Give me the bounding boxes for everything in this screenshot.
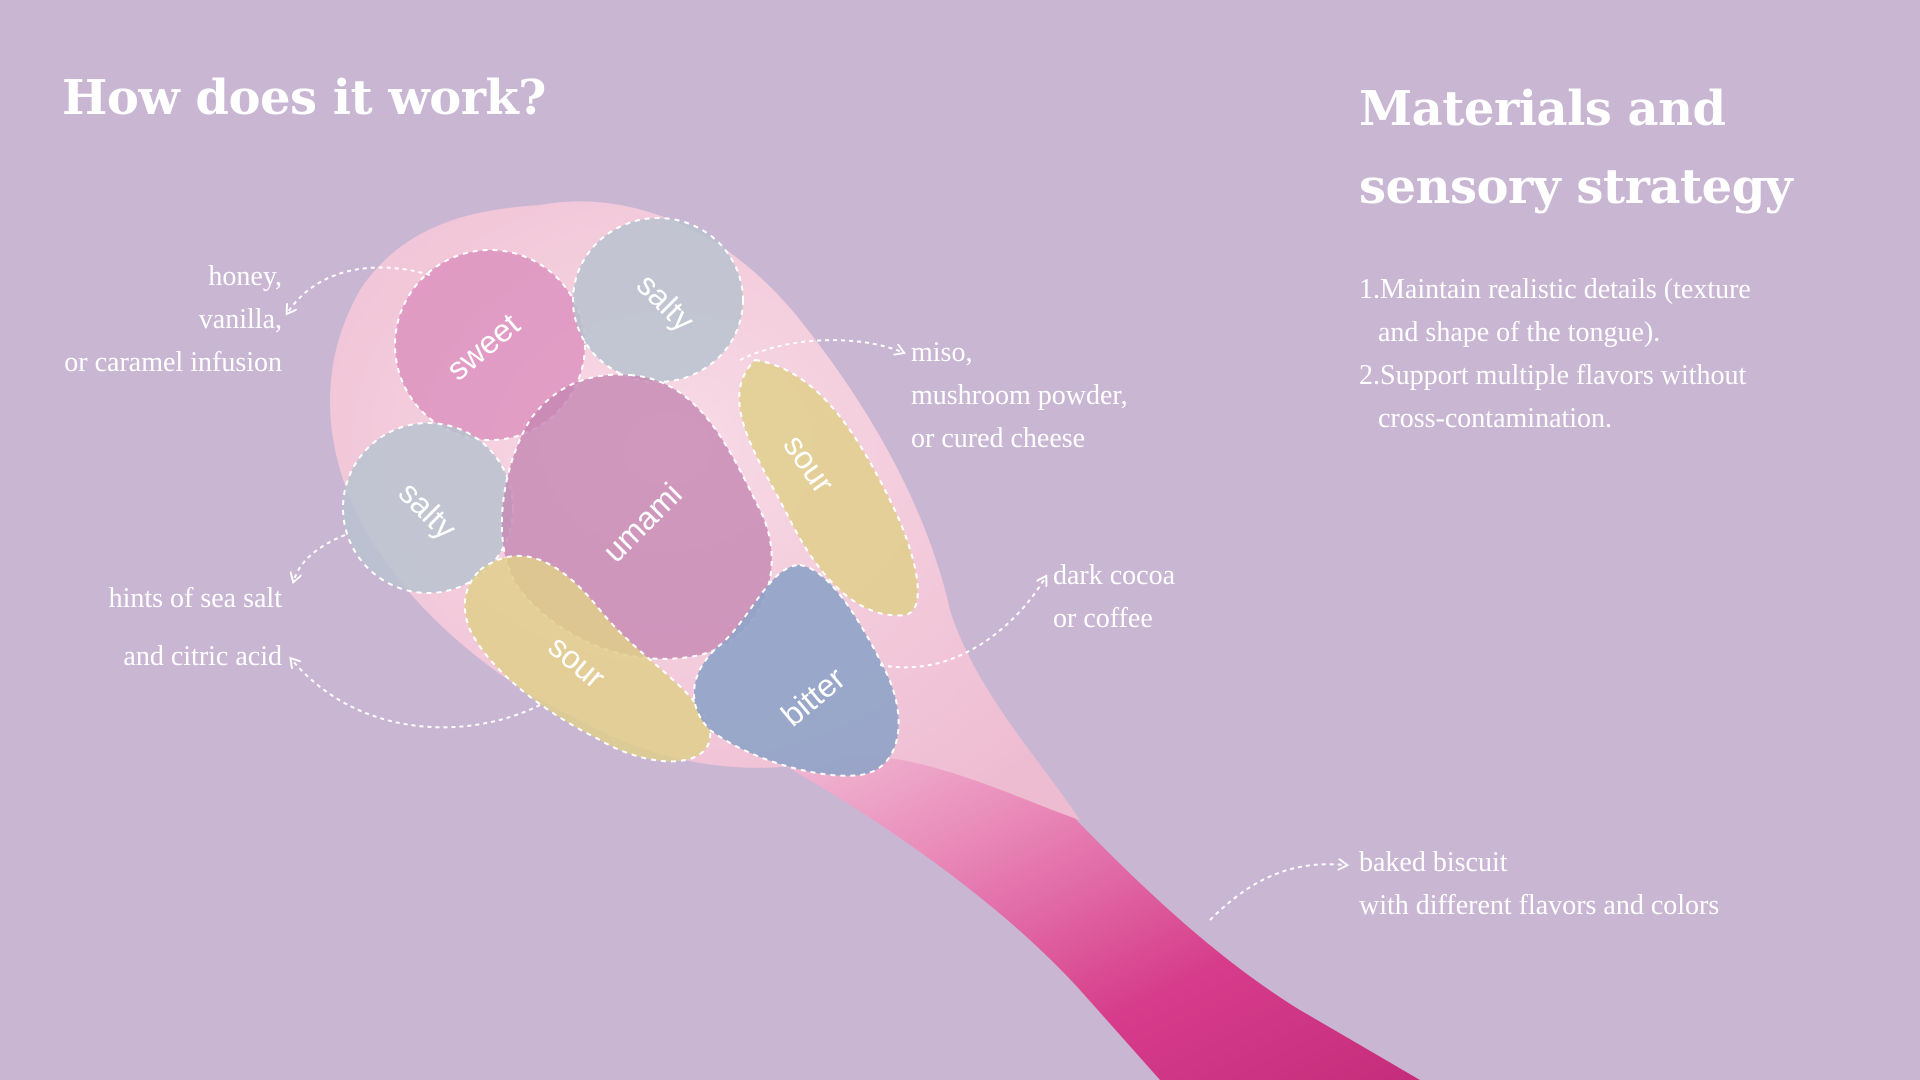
section-title-line2: sensory strategy bbox=[1359, 159, 1793, 215]
annotation-umami: miso, mushroom powder, or cured cheese bbox=[911, 331, 1128, 460]
annotation-handle-line: baked biscuit bbox=[1359, 847, 1508, 878]
annotation-umami-line: miso, bbox=[911, 337, 973, 368]
arrow-sweet bbox=[288, 266, 431, 312]
zone-salty-left: salty bbox=[342, 422, 514, 594]
strategy-item-line1: 1.Maintain realistic details (texture bbox=[1359, 274, 1751, 305]
annotation-salty-sour-line: and citric acid bbox=[123, 641, 282, 672]
zone-sweet: sweet bbox=[394, 249, 586, 441]
section-title: Materials and sensory strategy bbox=[1359, 70, 1793, 226]
annotation-bitter-line: or coffee bbox=[1053, 603, 1153, 634]
arrow-bitter bbox=[879, 578, 1045, 669]
zone-bitter: bitter bbox=[693, 563, 900, 777]
strategy-item-line2: and shape of the tongue). bbox=[1378, 317, 1661, 348]
annotation-bitter: dark cocoa or coffee bbox=[1053, 554, 1175, 640]
annotation-sweet-line: honey, bbox=[208, 261, 282, 292]
arrow-sour bbox=[292, 660, 541, 729]
annotation-salty-sour-line: hints of sea salt bbox=[108, 583, 282, 614]
annotation-umami-line: mushroom powder, bbox=[911, 380, 1128, 411]
annotation-salty-sour: hints of sea salt and citric acid bbox=[20, 570, 282, 686]
strategy-item: 1.Maintain realistic details (texture an… bbox=[1359, 268, 1751, 354]
zone-sour-right: sour bbox=[738, 358, 919, 617]
strategy-item: 2.Support multiple flavors without cross… bbox=[1359, 354, 1751, 440]
annotation-sweet-line: or caramel infusion bbox=[64, 347, 282, 378]
arrow-salty bbox=[294, 534, 346, 580]
annotation-sweet-line: vanilla, bbox=[198, 304, 282, 335]
annotation-handle: baked biscuit with different flavors and… bbox=[1359, 841, 1719, 927]
annotation-sweet: honey, vanilla, or caramel infusion bbox=[20, 255, 282, 384]
annotation-umami-line: or cured cheese bbox=[911, 423, 1086, 454]
zone-sour-bottom: sour bbox=[463, 554, 712, 763]
zone-salty-top: salty bbox=[572, 217, 744, 383]
strategy-list: 1.Maintain realistic details (texture an… bbox=[1359, 268, 1751, 440]
arrow-handle bbox=[1209, 864, 1345, 921]
annotation-handle-line: with different flavors and colors bbox=[1359, 890, 1720, 921]
annotation-bitter-line: dark cocoa bbox=[1053, 560, 1176, 591]
section-title-line1: Materials and bbox=[1359, 81, 1726, 137]
biscuit-handle bbox=[700, 720, 1420, 1080]
strategy-item-line2: cross-contamination. bbox=[1378, 403, 1613, 434]
strategy-item-line1: 2.Support multiple flavors without bbox=[1359, 360, 1747, 391]
page-title: How does it work? bbox=[62, 70, 546, 126]
